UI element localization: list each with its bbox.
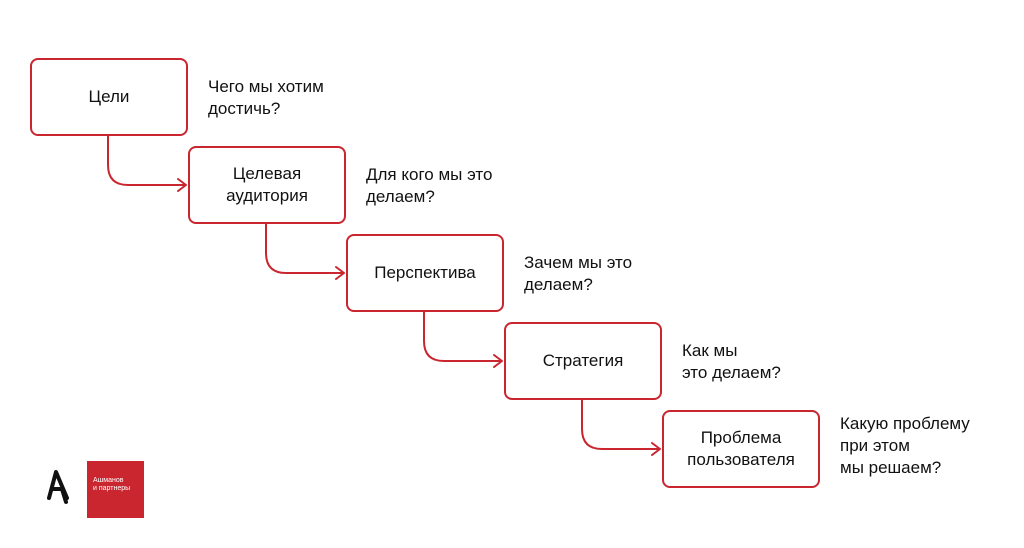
step-box-audience: Целевая аудитория [188,146,346,224]
connector-line [265,224,344,274]
connector-line [107,136,186,186]
arrowhead-icon [335,266,345,280]
step-question-audience: Для кого мы это делаем? [366,165,493,206]
arrowhead-icon [493,354,503,368]
step-question-user-problem: Какую проблему при этом мы решаем? [840,414,970,477]
arrowhead-icon [651,442,661,456]
step-box-user-problem: Проблема пользователя [662,410,820,488]
company-logo: Ашманов и партнеры [87,461,144,518]
step-question-strategy: Как мы это делаем? [682,341,781,382]
cursor-a-icon [46,468,72,506]
connector-line [423,312,502,362]
connector-line [581,400,660,450]
step-question-goals: Чего мы хотим достичь? [208,77,324,118]
step-box-perspective: Перспектива [346,234,504,312]
company-logo-text: Ашманов и партнеры [93,477,131,492]
step-question-perspective: Зачем мы это делаем? [524,253,633,294]
step-box-goals: Цели [30,58,188,136]
step-box-strategy: Стратегия [504,322,662,400]
arrowhead-icon [177,178,187,192]
